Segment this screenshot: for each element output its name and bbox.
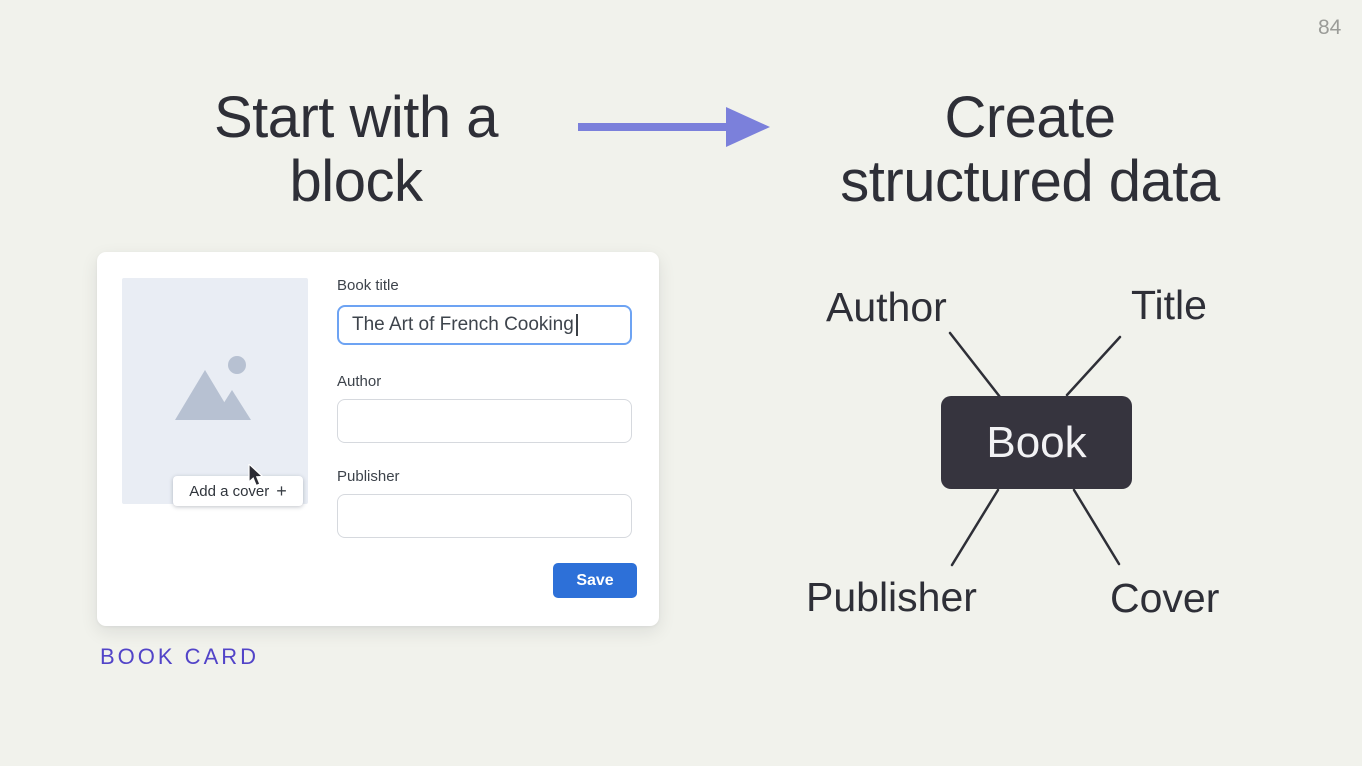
heading-right-line1: Create	[944, 85, 1116, 150]
book-title-value: The Art of French Cooking	[352, 314, 574, 335]
mouse-cursor-icon	[248, 464, 264, 487]
book-title-input[interactable]: The Art of French Cooking	[337, 305, 632, 345]
heading-left-line2: block	[289, 149, 423, 214]
block-caption: BOOK CARD	[100, 644, 260, 669]
text-caret	[575, 314, 578, 336]
heading-right-line2: structured data	[840, 149, 1220, 214]
publisher-label: Publisher	[337, 468, 400, 485]
heading-left-line1: Start with a	[213, 85, 499, 150]
book-card: Add a cover + Book title The Art of Frenc…	[97, 252, 659, 626]
arrow-right-icon	[578, 107, 770, 147]
add-cover-label: Add a cover	[189, 482, 270, 500]
diagram-label-publisher: Publisher	[806, 574, 977, 620]
add-cover-button[interactable]: Add a cover +	[173, 476, 303, 506]
page-number: 84	[1318, 16, 1342, 39]
publisher-input[interactable]	[337, 494, 632, 538]
diagram-label-author: Author	[826, 284, 947, 330]
save-button[interactable]: Save	[553, 563, 637, 598]
diagram-label-title: Title	[1131, 282, 1207, 328]
author-label: Author	[337, 373, 382, 390]
image-placeholder-icon	[175, 356, 251, 420]
cover-placeholder: Add a cover +	[122, 278, 308, 506]
plus-icon: +	[276, 480, 287, 501]
diagram-label-cover: Cover	[1110, 575, 1220, 621]
book-node: Book	[941, 396, 1132, 489]
book-title-label: Book title	[337, 277, 399, 294]
author-input[interactable]	[337, 399, 632, 443]
